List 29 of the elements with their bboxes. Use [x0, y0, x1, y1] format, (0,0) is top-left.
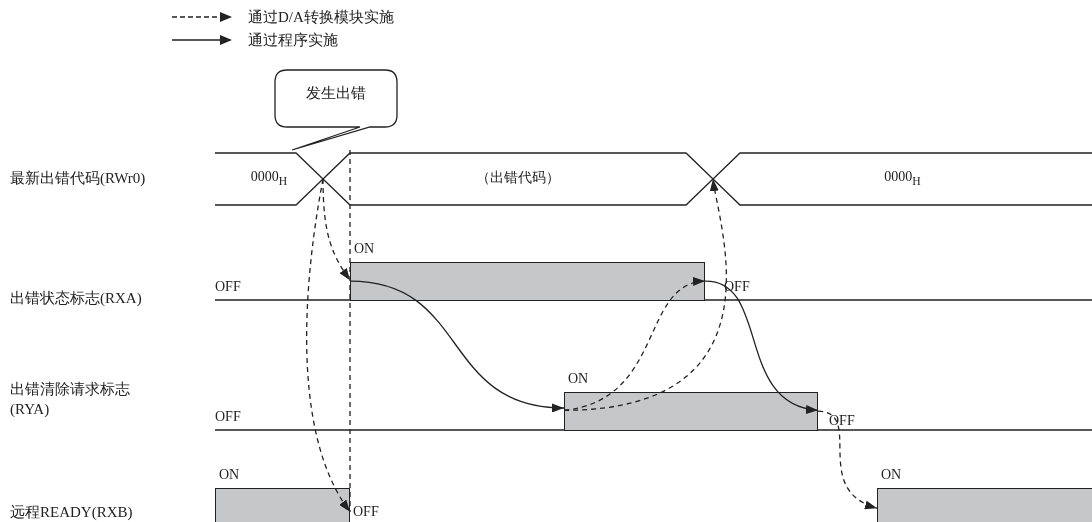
bus-value-segment: 0000$_{H}$	[713, 153, 1092, 205]
state-label: OFF	[215, 408, 241, 426]
bus-value-segment: （出错代码）	[323, 153, 713, 205]
state-label: OFF	[829, 412, 855, 430]
bus-value-segment: 0000$_{H}$	[215, 153, 323, 205]
signal-high-pulse	[564, 392, 818, 431]
callout-bubble: 发生出错	[275, 70, 397, 152]
state-label: OFF	[724, 278, 750, 296]
signal-name: 远程READY(RXB)	[10, 503, 133, 521]
signal-high-pulse	[215, 488, 350, 522]
state-label: ON	[568, 370, 589, 388]
signal-high-pulse	[350, 262, 705, 301]
state-label: OFF	[353, 503, 379, 521]
state-label: ON	[219, 466, 240, 484]
signal-name: 最新出错代码(RWr0)	[10, 169, 146, 187]
signal-name: 出错清除请求标志(RYA)	[10, 380, 131, 419]
legend-text: 通过程序实施	[248, 31, 338, 49]
state-label: OFF	[215, 278, 241, 296]
arrow	[349, 280, 565, 412]
dashed-arrow	[563, 278, 706, 411]
signal-high-pulse	[877, 488, 1092, 522]
dashed-arrow	[306, 178, 351, 513]
state-label: ON	[354, 240, 375, 258]
dashed-arrow	[817, 410, 878, 509]
state-label: ON	[881, 466, 902, 484]
legend-text: 通过D/A转换模块实施	[248, 8, 394, 26]
dashed-arrow	[322, 178, 351, 281]
signal-name: 出错状态标志(RXA)	[10, 289, 142, 307]
arrow	[704, 280, 819, 413]
